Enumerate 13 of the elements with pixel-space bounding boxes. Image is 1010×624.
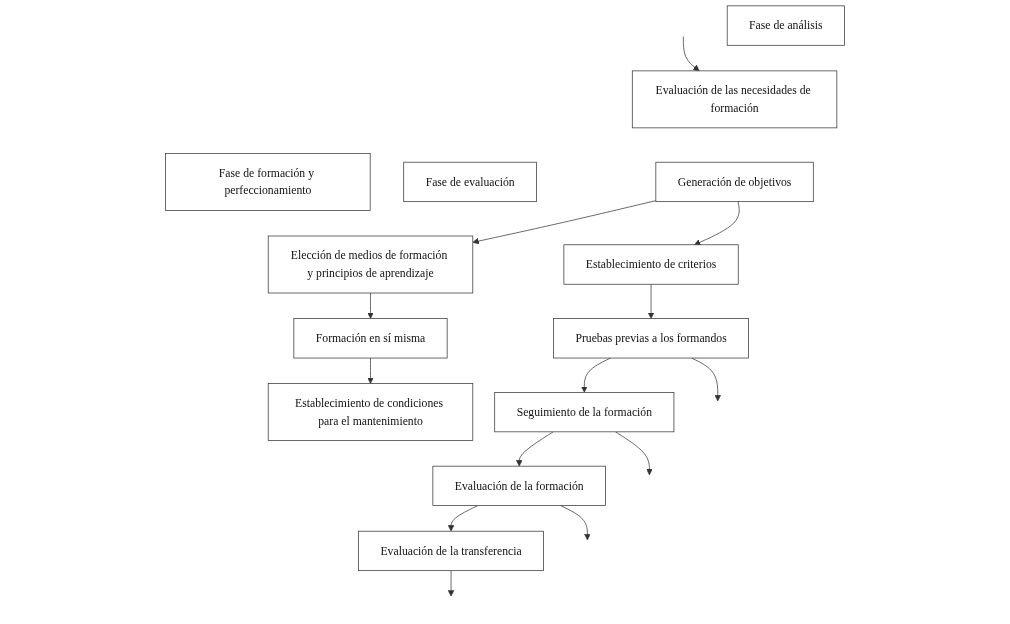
node-box: Fase de formación y perfeccionamiento [165,153,371,211]
node-box: Evaluación de la formación [432,465,606,506]
node-box: Seguimiento de la formación [494,392,675,433]
node-box: Elección de medios de formación y principios de aprendizaje [267,235,474,294]
node-box: Generación de objetivos [655,161,814,203]
node-box: Establecimiento de criterios [563,244,739,285]
node-box: Fase de evaluación [403,161,537,203]
node-box: Evaluación de la transferencia [358,530,544,572]
node-box: Fase de análisis [726,5,845,46]
node-box: Establecimiento de condiciones para el mantenimiento [267,383,474,441]
node-box: Pruebas previas a los formandos [553,318,749,359]
node-box: Evaluación de las necesidades de formación [631,70,838,129]
node-box: Formación en sí misma [293,318,448,359]
